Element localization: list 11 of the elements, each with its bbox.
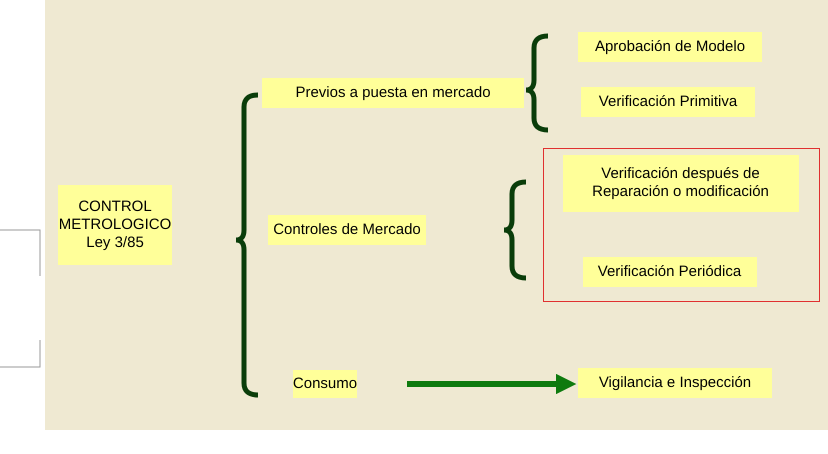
text-label: Verificación Primitiva	[581, 87, 755, 117]
text-label: CONTROL METROLOGICO Ley 3/85	[58, 185, 172, 265]
text-label: Verificación después de Reparación o modificación	[562, 154, 798, 212]
text-label: Controles de Mercado	[268, 215, 426, 245]
text-label: Aprobación de Modelo	[578, 32, 762, 62]
text-label: Previos a puesta en mercado	[262, 78, 524, 108]
text-label: Vigilancia e Inspección	[578, 368, 772, 398]
arrow	[407, 374, 576, 394]
outline-box	[543, 148, 820, 302]
text-label: Consumo	[293, 370, 357, 398]
text-label: Verificación Periódica	[582, 256, 756, 286]
